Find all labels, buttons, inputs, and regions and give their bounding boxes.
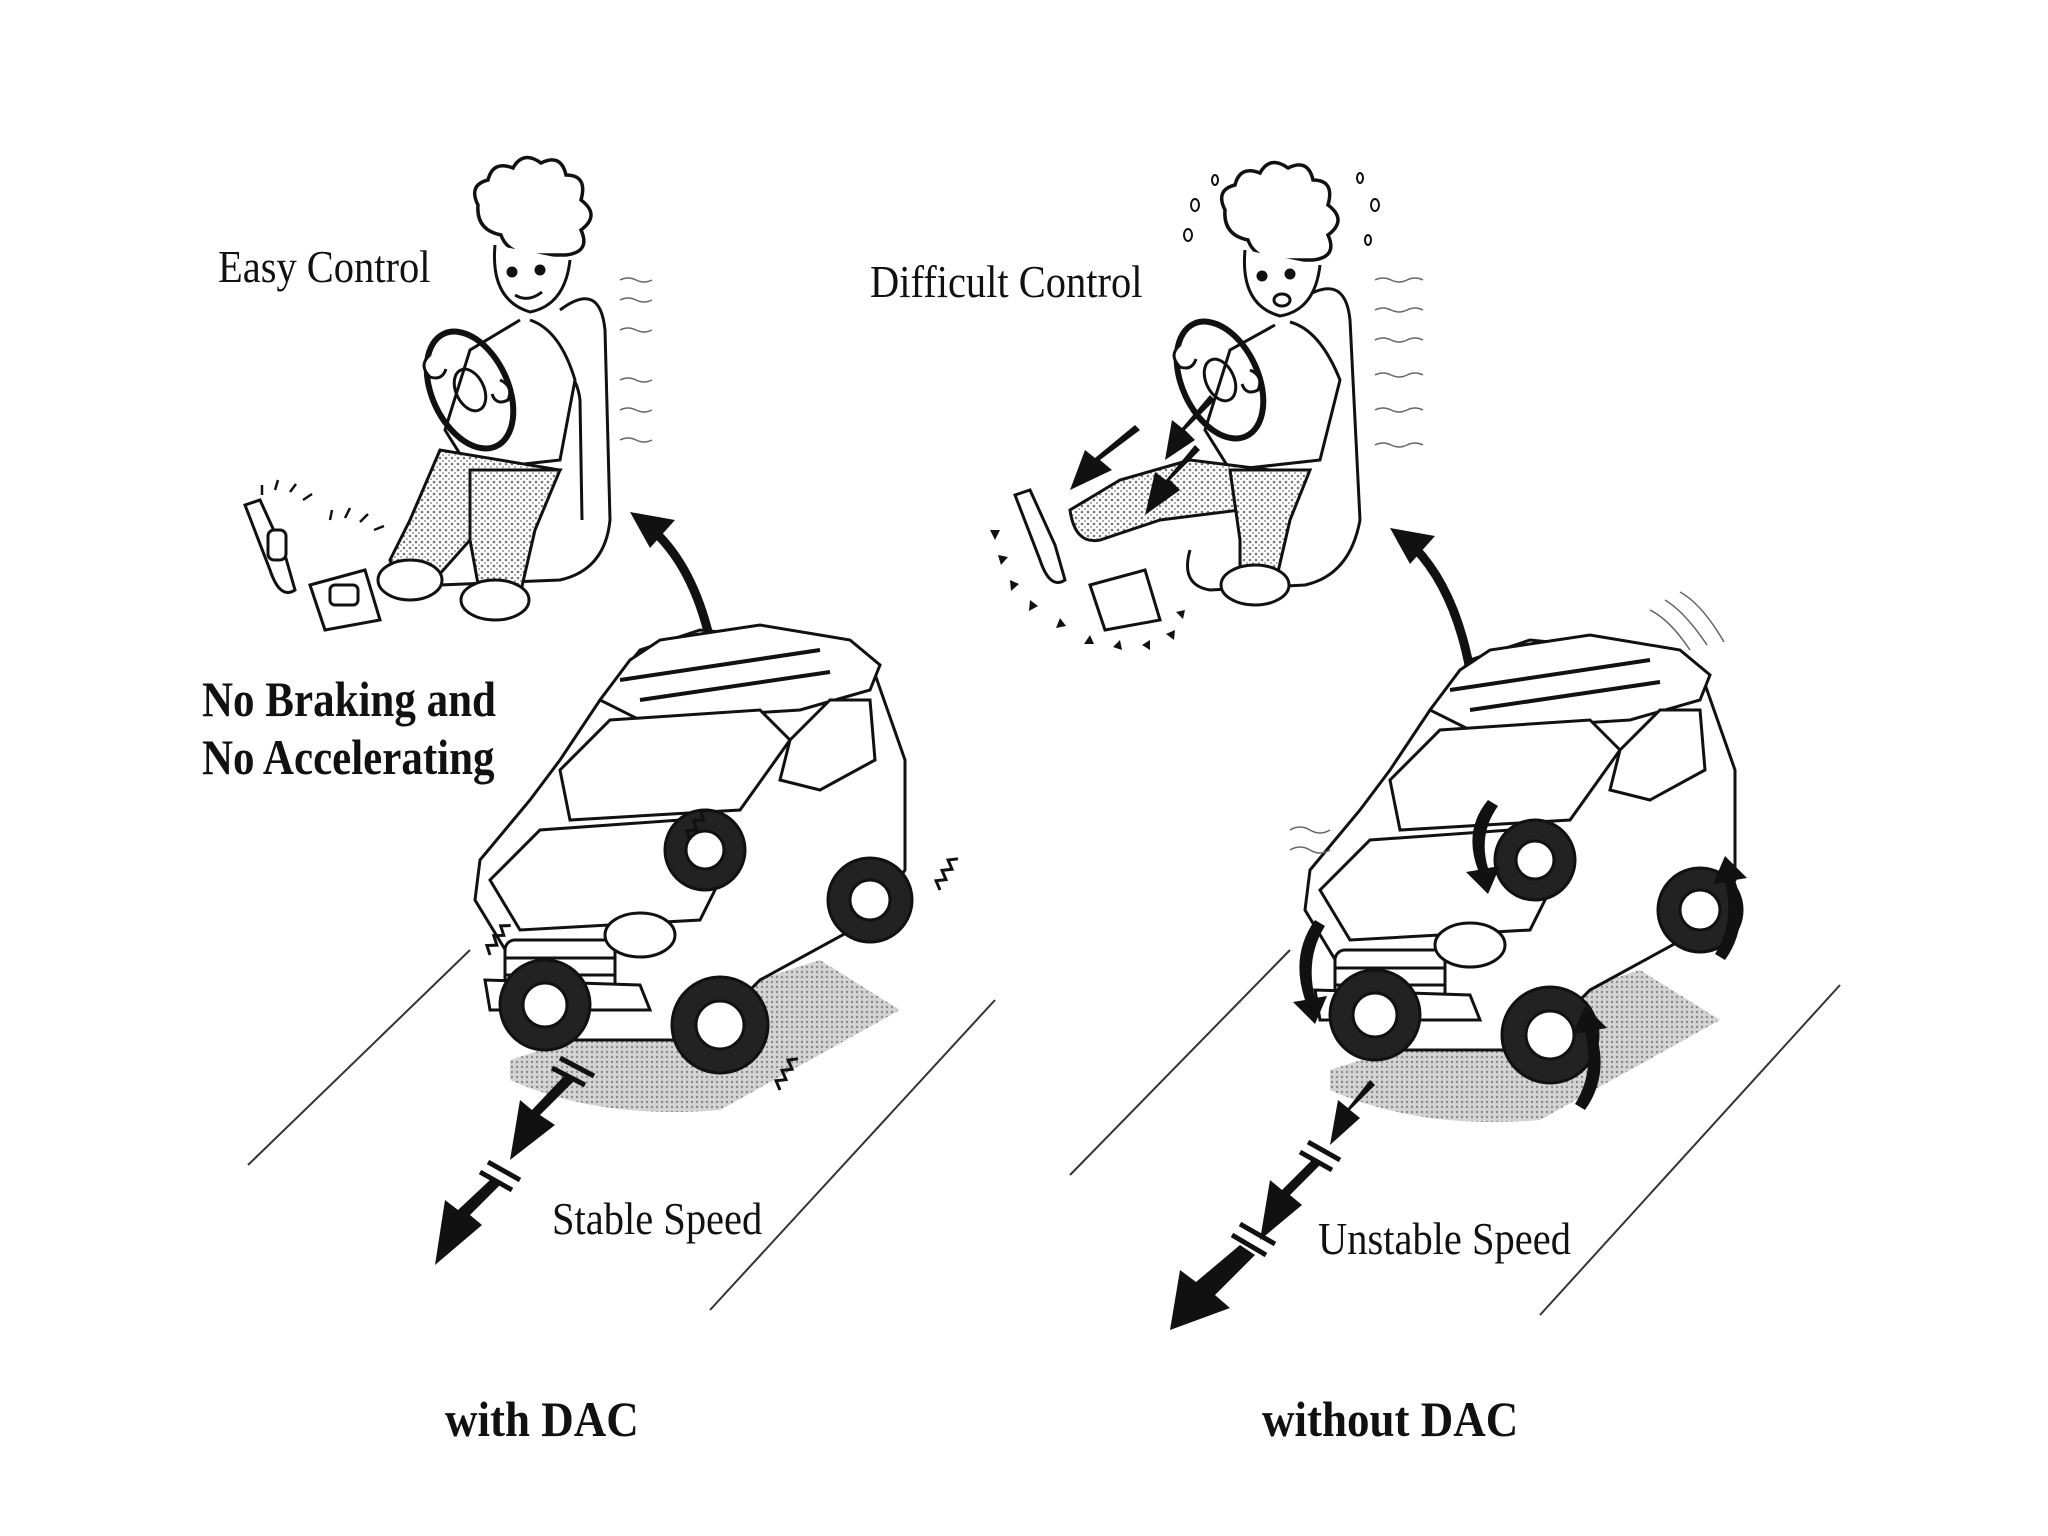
curly-hair (1219, 160, 1340, 262)
left-driver-figure (376, 155, 653, 622)
right-pedals (990, 488, 1185, 650)
left-panel (243, 155, 996, 1311)
stable-speed-label: Stable Speed (552, 1193, 763, 1244)
right-road (1069, 949, 1841, 1316)
speed-arrow-2 (435, 1180, 500, 1265)
steering-wheel (423, 328, 517, 452)
left-pedals (243, 479, 385, 632)
left-road (247, 949, 996, 1311)
right-legs (1068, 458, 1273, 543)
no-braking-label: No Braking and (202, 671, 496, 727)
speed-arrow-1 (510, 1075, 575, 1160)
without-dac-caption: without DAC (1262, 1391, 1519, 1447)
right-speed-arrows (1170, 1080, 1375, 1330)
left-suv (473, 623, 959, 1112)
brake-pedal (1013, 488, 1067, 584)
right-panel (990, 160, 1841, 1330)
steering-wheel (1173, 318, 1267, 442)
smiling-face (492, 244, 572, 314)
worried-face (1242, 249, 1322, 318)
right-up-arrow (1411, 544, 1475, 671)
right-suv (1289, 591, 1744, 1122)
easy-control-label: Easy Control (218, 241, 431, 292)
unstable-speed-label: Unstable Speed (1318, 1213, 1571, 1264)
curly-hair (472, 155, 593, 257)
right-driver-figure (1068, 160, 1424, 607)
accelerator-pedal (1088, 568, 1162, 632)
speed-arrow-1 (1330, 1080, 1375, 1145)
difficult-control-label: Difficult Control (870, 256, 1143, 307)
no-accelerating-label: No Accelerating (202, 729, 495, 785)
right-wheel-arrows (1293, 800, 1747, 1110)
left-speed-arrows (435, 1055, 596, 1265)
speed-arrow-3 (1170, 1245, 1255, 1330)
speed-arrow-2 (1260, 1160, 1320, 1240)
with-dac-caption: with DAC (445, 1391, 639, 1447)
